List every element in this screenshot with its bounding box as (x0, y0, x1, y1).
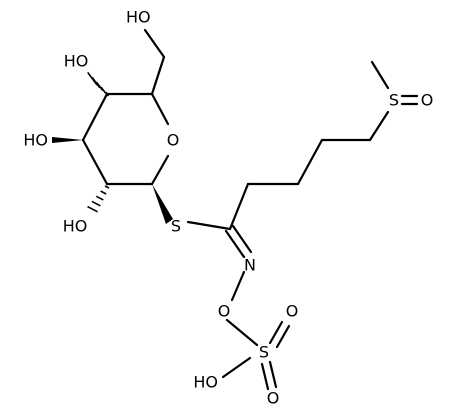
bond-s-o-bottom-a (260, 362, 270, 391)
bond-c-n-b (231, 224, 253, 254)
bond-c-n-a (224, 229, 246, 259)
bond-s-c-imine (186, 220, 232, 231)
bond-n-o (230, 270, 246, 302)
label-sulfate-o-right: O (286, 302, 299, 321)
label-imine-n: N (244, 256, 256, 275)
bond-c3-c2 (81, 138, 109, 186)
label-thio-s: S (171, 217, 181, 236)
bond-s-o-right-b (275, 324, 291, 349)
label-oxime-o: O (218, 302, 231, 321)
hash-c2-ho (87, 185, 110, 213)
bond-o-s (225, 318, 259, 347)
bond-c-imine-chain (228, 182, 250, 231)
bond-s-ho (221, 356, 252, 379)
wedge-c1-s (152, 184, 173, 224)
atom-labels: HO HO HO HO O S S O N O S O O HO (23, 8, 433, 408)
bond-chain-to-s (368, 110, 390, 142)
label-ho-upper-left: HO (64, 52, 89, 71)
wedge-bonds (52, 137, 173, 224)
bond-ring-o-c5 (150, 92, 170, 126)
bond-chain-2 (296, 138, 324, 186)
hash-c4-ho (87, 71, 110, 97)
wedge-c3-ho (52, 137, 83, 143)
hash-bonds (87, 71, 110, 213)
bond-s-methyl (370, 60, 390, 90)
bond-ch2-oh (143, 28, 166, 59)
label-ho-mid-left: HO (23, 131, 48, 150)
label-sulfate-o-bottom: O (267, 389, 280, 408)
bond-c5-ch2 (150, 55, 166, 96)
label-sulfate-ho: HO (193, 373, 218, 392)
label-sulfate-s: S (259, 343, 269, 362)
bond-c4-c3 (81, 92, 109, 142)
bond-lines (81, 28, 419, 391)
label-ho-top: HO (126, 8, 151, 27)
bond-s-o-bottom-b (268, 360, 278, 389)
bond-s-o-right-a (268, 320, 284, 345)
label-sulfoxide-o: O (421, 91, 434, 110)
label-ring-oxygen: O (167, 131, 180, 150)
label-ho-lower-left: HO (63, 217, 88, 236)
bond-c1-ring-o (150, 154, 170, 186)
label-sulfoxide-s: S (389, 91, 399, 110)
